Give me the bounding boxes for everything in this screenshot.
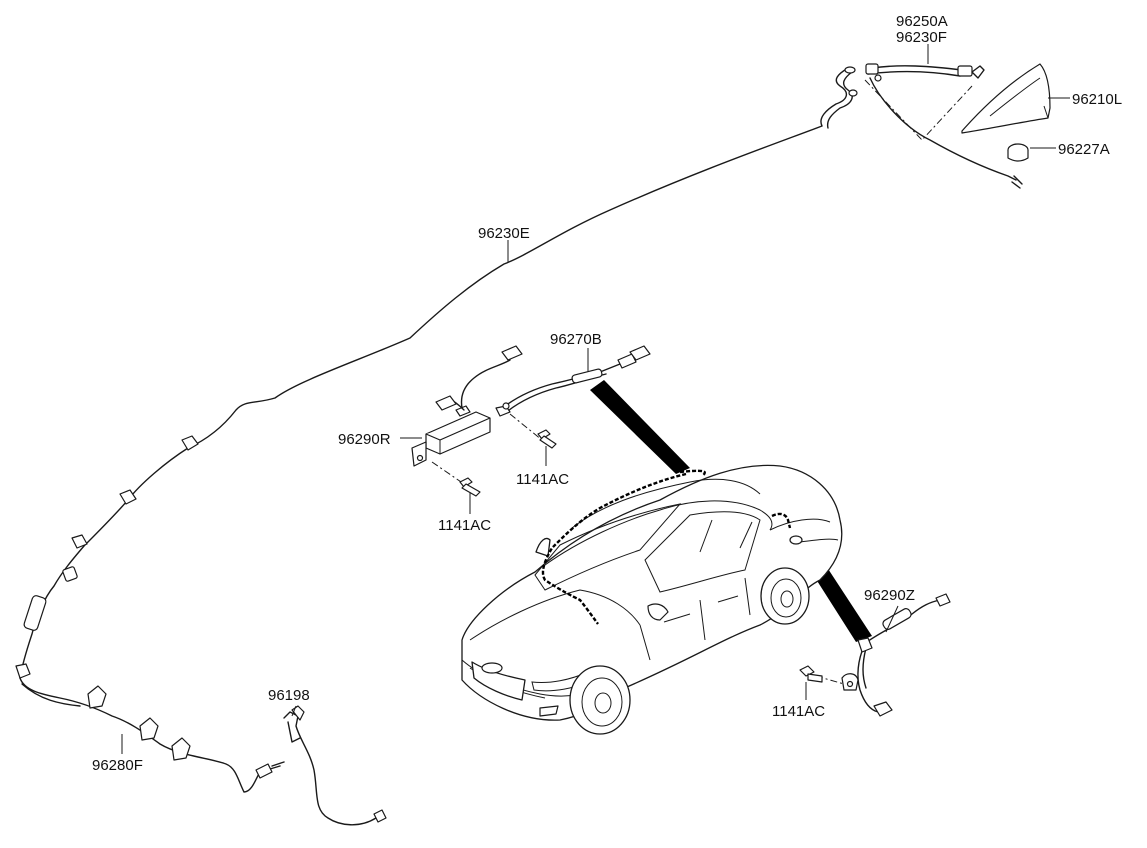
part-label-96230f: 96230F xyxy=(896,29,947,46)
part-label-96227a: 96227A xyxy=(1058,141,1110,158)
cable-96270b xyxy=(495,345,651,417)
part-label-1141ac-b: 1141AC xyxy=(516,471,569,488)
cable-96198 xyxy=(283,705,387,826)
rear-feeder-cable-96280f xyxy=(19,677,285,793)
part-label-96250a: 96250A xyxy=(896,13,948,30)
vehicle-illustration xyxy=(461,464,843,735)
part-label-96230e: 96230E xyxy=(478,225,530,242)
part-label-1141ac-a: 1141AC xyxy=(438,517,491,534)
part-label-96290z: 96290Z xyxy=(864,587,915,604)
part-label-96270b: 96270B xyxy=(550,331,602,348)
part-label-96290r: 96290R xyxy=(338,431,391,448)
install-guide-line-upper xyxy=(864,79,973,141)
bolt-1141ac-b xyxy=(509,413,557,449)
antenna-nut xyxy=(1007,143,1029,162)
bolt-1141ac-c xyxy=(799,665,845,685)
part-label-1141ac-c: 1141AC xyxy=(772,703,825,720)
part-label-96280f: 96280F xyxy=(92,757,143,774)
part-label-96210l: 96210L xyxy=(1072,91,1122,108)
bolt-1141ac-a xyxy=(431,461,481,497)
roof-antenna-cable-96230f xyxy=(865,63,1023,189)
leader-lines xyxy=(121,44,1070,754)
part-label-96198: 96198 xyxy=(268,687,310,704)
callout-band-roof xyxy=(590,380,690,474)
shark-fin-antenna xyxy=(961,63,1051,134)
module-96290z xyxy=(841,593,951,717)
main-feeder-cable-96230e xyxy=(15,66,858,679)
amplifier-module-96290r xyxy=(411,345,523,467)
